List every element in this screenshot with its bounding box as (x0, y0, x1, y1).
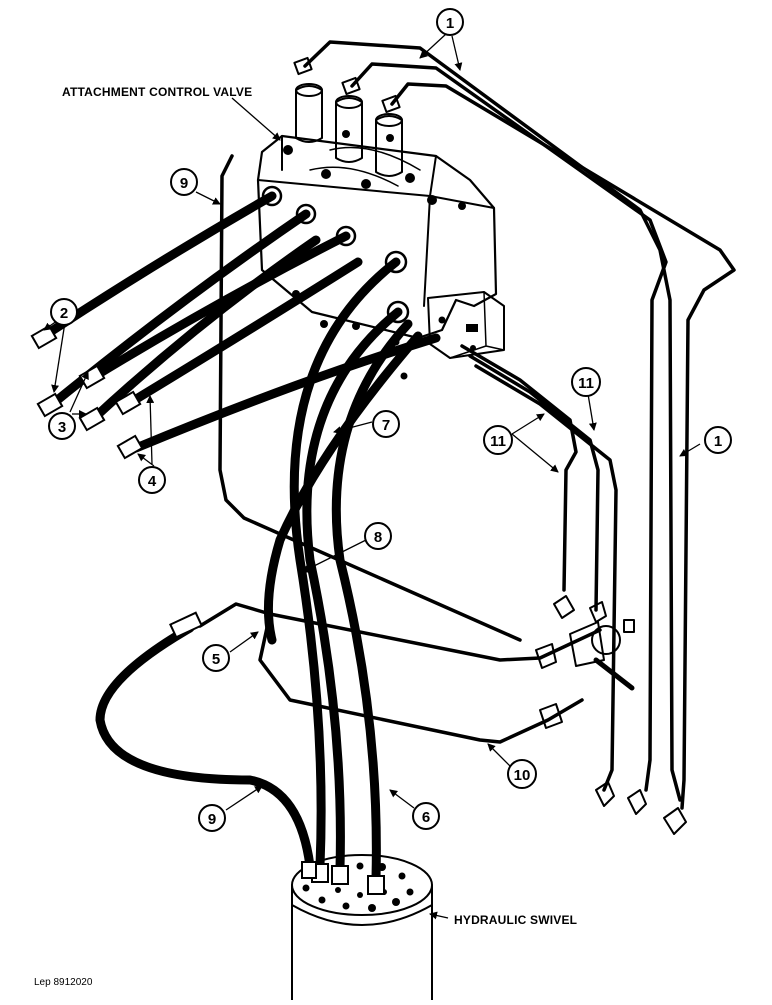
svg-text:9: 9 (208, 811, 216, 828)
svg-text:1: 1 (714, 433, 722, 450)
valve-spools (295, 83, 403, 177)
callout-3: 3 (48, 412, 76, 440)
callout-6: 6 (412, 802, 440, 830)
callout-8: 8 (364, 522, 392, 550)
valve-label: ATTACHMENT CONTROL VALVE (62, 85, 252, 99)
svg-text:9: 9 (180, 175, 188, 192)
svg-text:11: 11 (490, 433, 506, 450)
svg-text:5: 5 (212, 651, 220, 668)
callout-5: 5 (202, 644, 230, 672)
leader-lines (43, 33, 701, 920)
line-10 (258, 612, 584, 744)
callout-11-left: 11 (483, 425, 513, 455)
flex-hoses (30, 191, 441, 895)
reference-number: Lep 8912020 (34, 977, 93, 988)
callout-2: 2 (50, 298, 78, 326)
svg-text:3: 3 (58, 419, 66, 436)
svg-text:4: 4 (148, 473, 157, 490)
callout-9-top: 9 (170, 168, 198, 196)
svg-text:7: 7 (382, 417, 390, 434)
attachment-control-valve (256, 83, 505, 380)
callout-10: 10 (507, 759, 537, 789)
callout-9-bottom: 9 (198, 804, 226, 832)
svg-text:8: 8 (374, 529, 382, 546)
callout-7: 7 (372, 410, 400, 438)
svg-text:2: 2 (60, 305, 68, 322)
steel-lines-11 (460, 344, 618, 792)
line-5 (198, 602, 635, 691)
svg-text:6: 6 (422, 809, 430, 826)
svg-text:11: 11 (578, 375, 594, 392)
svg-text:10: 10 (514, 767, 531, 784)
svg-text:1: 1 (446, 15, 454, 32)
callout-4: 4 (138, 466, 166, 494)
swivel-label: HYDRAULIC SWIVEL (454, 913, 577, 927)
callouts: 1 1 2 3 4 5 6 7 (48, 8, 732, 832)
steel-lines-1 (218, 40, 736, 835)
callout-1-right: 1 (704, 426, 732, 454)
port-flanges (261, 185, 410, 324)
callout-11-top: 11 (571, 367, 601, 397)
callout-1-top: 1 (436, 8, 464, 36)
